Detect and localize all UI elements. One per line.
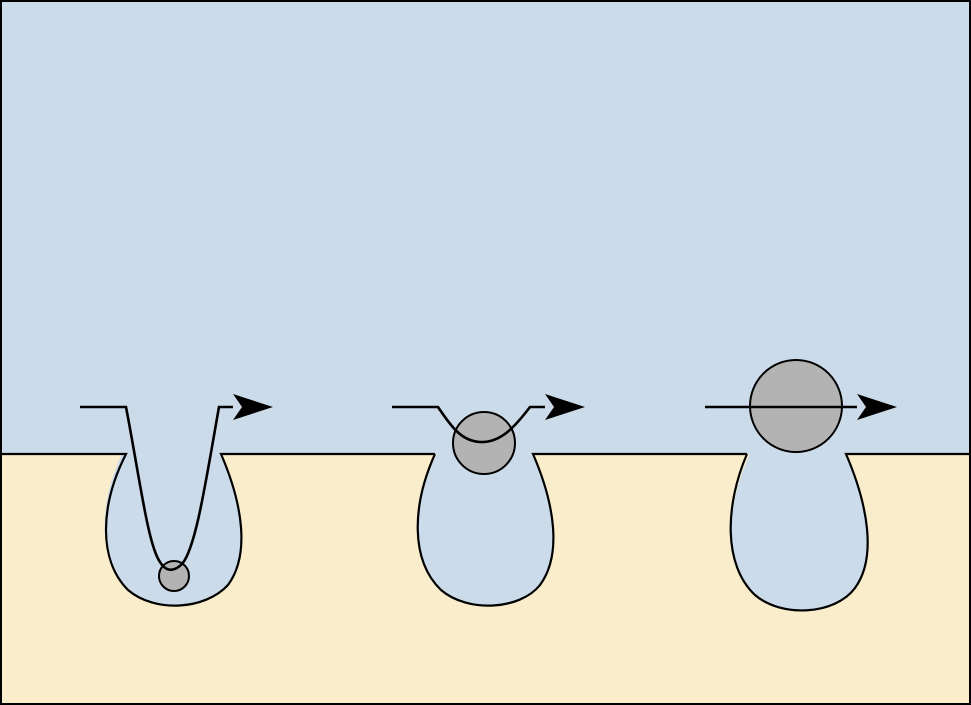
pore-1-outline	[0, 452, 435, 607]
pore-2-outline	[416, 452, 747, 607]
pore-3-outline	[729, 452, 970, 612]
pore-1	[104, 454, 242, 607]
pore-2	[417, 454, 554, 606]
trajectory-arrow-2	[392, 394, 585, 444]
pore-3	[731, 454, 869, 611]
trajectory-arrow-1	[80, 394, 273, 572]
